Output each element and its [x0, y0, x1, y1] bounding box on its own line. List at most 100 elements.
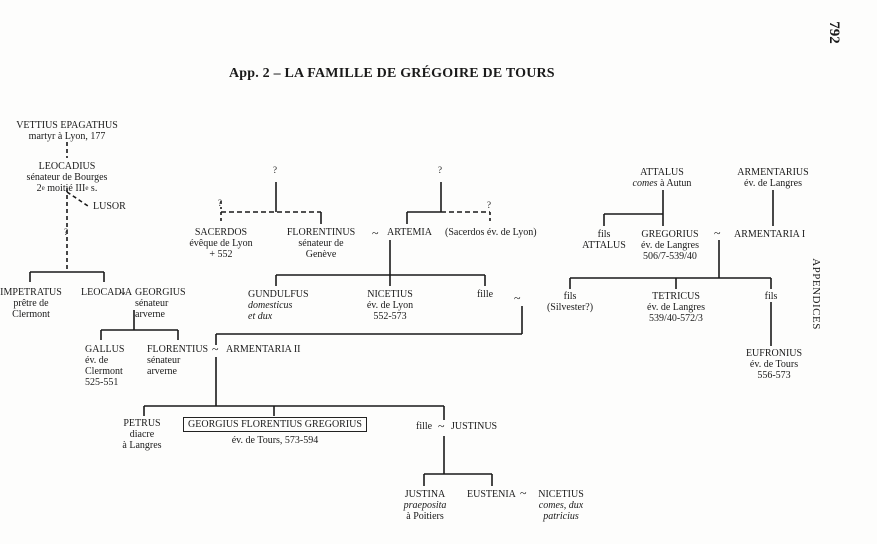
page-title: App. 2 – LA FAMILLE DE GRÉGOIRE DE TOURS [229, 66, 555, 81]
person-note: à Langres [122, 440, 162, 451]
person-note: sénateur de Bourges [26, 172, 108, 183]
person-note: et dux [248, 311, 273, 322]
person-name: EUFRONIUS [745, 348, 803, 359]
person-georgius: GEORGIUS sénateur arverne [135, 287, 186, 320]
marriage-symbol: ~ [514, 291, 521, 305]
person-name: FLORENTIUS [147, 344, 209, 355]
person-note: év. de Tours [749, 359, 799, 370]
marriage-symbol: ~ [119, 286, 126, 300]
person-eufronius: EUFRONIUS év. de Tours 556-573 [736, 348, 812, 381]
person-note: comes à Autun [632, 178, 692, 189]
person-name: JUSTINUS [451, 421, 498, 432]
person-justina: JUSTINA praeposita à Poitiers [396, 489, 454, 522]
person-name-boxed: GEORGIUS FLORENTIUS GREGORIUS [183, 417, 367, 432]
marriage-symbol: ~ [520, 486, 527, 500]
person-name: LEOCADIA [81, 287, 133, 298]
person-fils-silvester: fils (Silvester?) [538, 291, 602, 313]
person-name: VETTIUS EPAGATHUS [16, 120, 118, 131]
marriage-symbol: ~ [438, 419, 445, 433]
person-name: GALLUS [85, 344, 125, 355]
person-leocadia: LEOCADIA [81, 287, 132, 298]
person-gregorius-langres: GREGORIUS év. de Langres 506/7-539/40 [630, 229, 710, 262]
unknown-marker: ? [438, 165, 442, 175]
person-name: (Silvester?) [546, 302, 594, 313]
person-note: sénateur [135, 298, 169, 309]
person-fils: fils [756, 291, 786, 302]
person-fille: fille [468, 289, 502, 300]
unknown-marker: ? [487, 200, 491, 210]
person-name: EUSTENIA [467, 489, 516, 500]
person-fille: fille [416, 421, 432, 432]
marriage-symbol: ~ [212, 342, 219, 356]
person-name: NICETIUS [367, 289, 413, 300]
person-note: év. de Langres [641, 240, 699, 251]
person-name: ATTALUS [640, 167, 684, 178]
person-name: IMPETRATUS [0, 287, 62, 298]
marriage-symbol: ~ [372, 226, 379, 240]
person-note: Clermont [12, 309, 50, 320]
person-impetratus: IMPETRATUS prêtre de Clermont [0, 287, 62, 320]
person-note: patricius [543, 511, 579, 522]
person-name: LUSOR [93, 201, 126, 212]
person-name: PETRUS [123, 418, 161, 429]
person-vettius-epagathus: VETTIUS EPAGATHUS martyr à Lyon, 177 [12, 120, 122, 142]
unknown-marker: ? [218, 198, 222, 208]
person-gregorius-tours: GEORGIUS FLORENTIUS GREGORIUS év. de Tou… [172, 417, 378, 446]
person-name: GEORGIUS [135, 287, 186, 298]
person-name: TETRICUS [652, 291, 700, 302]
person-florentinus: FLORENTINUS sénateur de Genève [283, 227, 359, 260]
person-note: arverne [135, 309, 165, 320]
person-note: évêque de Lyon [189, 238, 253, 249]
person-note: prêtre de [13, 298, 49, 309]
person-note: comes, dux [538, 500, 584, 511]
person-note: év. de Langres [647, 302, 705, 313]
person-note: év. de Tours, 573-594 [231, 435, 319, 446]
person-gundulfus: GUNDULFUS domesticus et dux [248, 289, 309, 322]
person-note: domesticus [248, 300, 293, 311]
person-name: GUNDULFUS [248, 289, 309, 300]
person-name: LEOCADIUS [38, 161, 96, 172]
person-lusor: LUSOR [93, 201, 126, 212]
person-name: fils [563, 291, 577, 302]
person-name: fils [764, 291, 778, 302]
person-armentarius: ARMENTARIUS év. de Langres [734, 167, 812, 189]
section-side-label: APPENDICES [809, 258, 822, 330]
person-note: 552-573 [373, 311, 407, 322]
unknown-marker: ? [273, 165, 277, 175]
person-name: (Sacerdos év. de Lyon) [445, 227, 537, 238]
person-name: GREGORIUS [641, 229, 699, 240]
page-number: 792 [825, 21, 842, 44]
person-name: JUSTINA [404, 489, 446, 500]
person-note: martyr à Lyon, 177 [28, 131, 106, 142]
person-gallus: GALLUS év. de Clermont 525-551 [85, 344, 124, 388]
person-name: SACERDOS [194, 227, 248, 238]
person-note: 506/7-539/40 [643, 251, 697, 262]
person-petrus: PETRUS diacre à Langres [110, 418, 174, 451]
person-note: diacre [129, 429, 155, 440]
person-florentius: FLORENTIUS sénateur arverne [147, 344, 208, 377]
person-note: sénateur de [298, 238, 344, 249]
person-note: év. de Lyon [366, 300, 414, 311]
person-name: ARMENTARIUS [737, 167, 809, 178]
person-name: fille [416, 421, 433, 432]
person-note: praeposita [403, 500, 447, 511]
person-nicetius-lyon: NICETIUS év. de Lyon 552-573 [350, 289, 430, 322]
person-attalus: ATTALUS comes à Autun [624, 167, 700, 189]
person-note: sénateur [147, 355, 181, 366]
person-name: ARMENTARIA I [734, 229, 806, 240]
person-note: + 552 [209, 249, 233, 260]
person-name: fille [476, 289, 494, 300]
person-name: fils [597, 229, 611, 240]
person-name: ARTEMIA [387, 227, 432, 238]
person-sacerdos: SACERDOS évêque de Lyon + 552 [186, 227, 256, 260]
person-fils-attalus: fils ATTALUS [578, 229, 630, 251]
marriage-symbol: ~ [714, 226, 721, 240]
person-justinus: JUSTINUS [451, 421, 497, 432]
person-note: 2e moitié IIIe s. [36, 183, 98, 194]
person-name: ARMENTARIA II [226, 344, 301, 355]
person-name: FLORENTINUS [286, 227, 356, 238]
person-note: 539/40-572/3 [649, 313, 703, 324]
person-name: ATTALUS [582, 240, 626, 251]
